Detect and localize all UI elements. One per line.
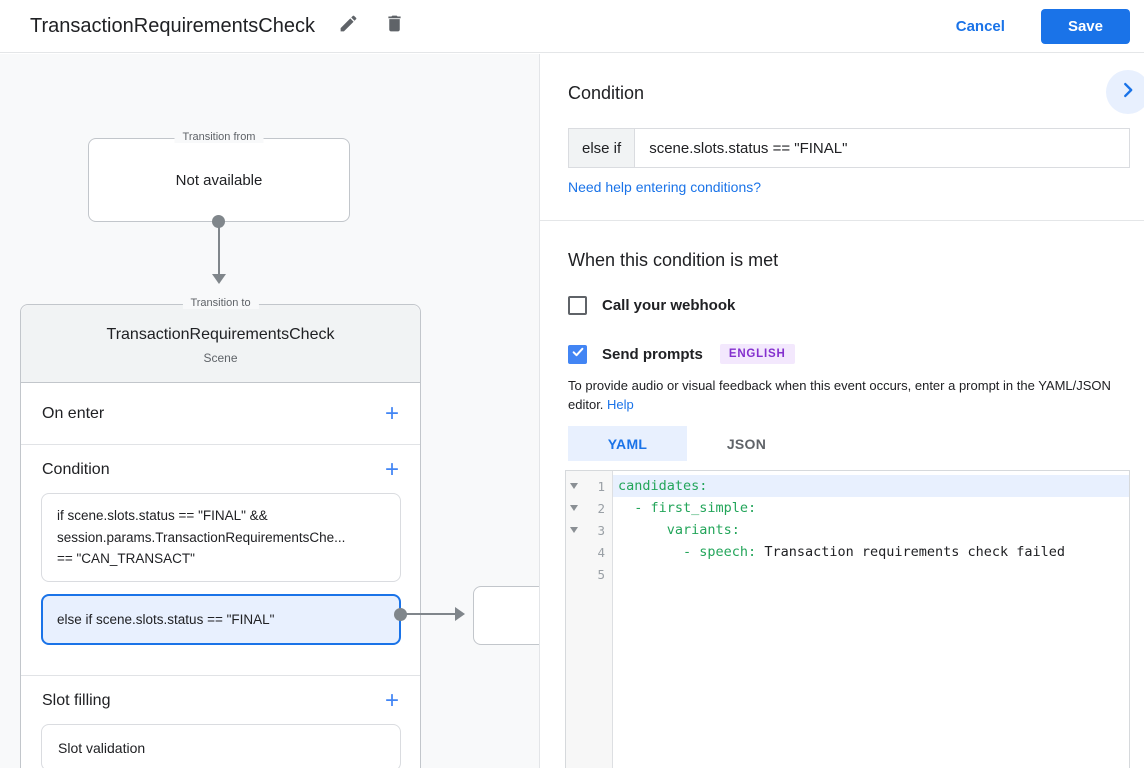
code-line[interactable] xyxy=(613,563,1129,585)
webhook-row: Call your webhook xyxy=(568,296,735,315)
webhook-label[interactable]: Call your webhook xyxy=(602,297,736,314)
fold-toggle-icon[interactable] xyxy=(566,483,582,489)
condition-section: Condition + if scene.slots.status == "FI… xyxy=(21,445,420,676)
connector-line xyxy=(406,613,456,615)
collapse-panel-button[interactable] xyxy=(1106,70,1144,114)
line-number: 5 xyxy=(597,566,605,582)
editor-tabs: YAML JSON xyxy=(568,426,806,461)
connector-line xyxy=(218,226,220,275)
chevron-right-icon xyxy=(1117,79,1139,106)
add-condition-button[interactable]: + xyxy=(384,456,399,483)
delete-button[interactable] xyxy=(383,14,407,38)
code-line[interactable]: - speech: Transaction requirements check… xyxy=(618,544,1066,560)
when-condition-met-title: When this condition is met xyxy=(568,250,779,270)
trash-icon xyxy=(384,13,405,39)
section-divider xyxy=(540,220,1144,221)
add-on-enter-button[interactable]: + xyxy=(384,399,399,427)
flow-diagram-panel: Transition from Not available Transition… xyxy=(0,54,540,768)
send-prompts-row: Send prompts ENGLISH xyxy=(568,344,795,364)
scene-title: TransactionRequirementsCheck xyxy=(106,326,335,343)
condition-detail-panel: Condition else if Need help entering con… xyxy=(540,54,1144,768)
slot-item-validation[interactable]: Slot validation xyxy=(41,724,401,768)
on-enter-row: On enter + xyxy=(21,383,420,445)
conditions-help-link[interactable]: Need help entering conditions? xyxy=(568,179,762,195)
fold-toggle-icon[interactable] xyxy=(566,527,582,533)
condition-expression-input[interactable] xyxy=(635,129,1129,167)
tab-yaml[interactable]: YAML xyxy=(568,426,687,461)
condition-line: session.params.TransactionRequirementsCh… xyxy=(57,529,346,545)
top-bar: TransactionRequirementsCheck Cancel Save xyxy=(0,0,1144,53)
arrow-right-icon xyxy=(455,607,465,621)
add-slot-button[interactable]: + xyxy=(384,687,399,714)
prompt-description-text: To provide audio or visual feedback when… xyxy=(568,378,1111,412)
condition-line: == "CAN_TRANSACT" xyxy=(57,551,195,566)
transition-from-box: Transition from Not available xyxy=(88,131,350,222)
send-prompts-label[interactable]: Send prompts xyxy=(602,345,703,363)
cancel-button[interactable]: Cancel xyxy=(955,17,1005,35)
send-prompts-checkbox[interactable] xyxy=(568,344,587,364)
transition-target-box[interactable] xyxy=(473,586,539,645)
code-line[interactable]: - first_simple: xyxy=(618,500,757,516)
arrow-down-icon xyxy=(212,274,226,284)
scene-card: Transition to TransactionRequirementsChe… xyxy=(20,297,421,768)
pencil-icon xyxy=(338,13,359,39)
on-enter-label: On enter xyxy=(42,404,105,422)
language-badge: ENGLISH xyxy=(719,344,795,364)
line-number: 2 xyxy=(597,500,605,516)
webhook-checkbox[interactable] xyxy=(568,296,587,315)
yaml-code-editor: 1 2 3 4 5 candidates: - first_simple: xyxy=(565,470,1130,768)
connector-dot xyxy=(394,608,407,621)
condition-input-group: else if xyxy=(568,128,1130,168)
condition-line: else if scene.slots.status == "FINAL" xyxy=(57,611,275,627)
line-number: 3 xyxy=(597,522,605,538)
slot-filling-label: Slot filling xyxy=(42,692,111,709)
scene-subtitle: Scene xyxy=(203,351,238,365)
code-line[interactable]: variants: xyxy=(618,522,740,538)
fold-toggle-icon[interactable] xyxy=(566,505,582,511)
condition-section-label: Condition xyxy=(42,461,110,478)
connector-dot xyxy=(212,215,225,228)
transition-from-label: Transition from xyxy=(174,131,264,143)
prompt-description: To provide audio or visual feedback when… xyxy=(568,376,1136,414)
condition-item-elseif-selected[interactable]: else if scene.slots.status == "FINAL" xyxy=(41,593,401,645)
editor-gutter: 1 2 3 4 5 xyxy=(566,471,613,768)
panel-title: Condition xyxy=(568,83,645,103)
condition-line: if scene.slots.status == "FINAL" && xyxy=(57,508,268,523)
scene-card-header[interactable]: TransactionRequirementsCheck Scene xyxy=(21,305,420,383)
condition-prefix: else if xyxy=(569,129,636,167)
transition-from-content: Not available xyxy=(175,171,263,189)
tab-json[interactable]: JSON xyxy=(726,435,767,452)
help-link[interactable]: Help xyxy=(607,397,634,412)
code-line-active[interactable]: candidates: xyxy=(613,475,1129,497)
slot-filling-section: Slot filling + Slot validation Transacti… xyxy=(21,676,420,768)
checkmark-icon xyxy=(571,345,585,364)
edit-button[interactable] xyxy=(337,14,361,38)
page-title: TransactionRequirementsCheck xyxy=(30,14,315,37)
editor-code-area[interactable]: candidates: - first_simple: variants: - … xyxy=(613,471,1129,768)
condition-item-if[interactable]: if scene.slots.status == "FINAL" && sess… xyxy=(41,493,401,582)
line-number: 1 xyxy=(597,478,605,494)
transition-to-label: Transition to xyxy=(182,297,259,309)
line-number: 4 xyxy=(597,544,605,560)
save-button[interactable]: Save xyxy=(1040,8,1130,44)
